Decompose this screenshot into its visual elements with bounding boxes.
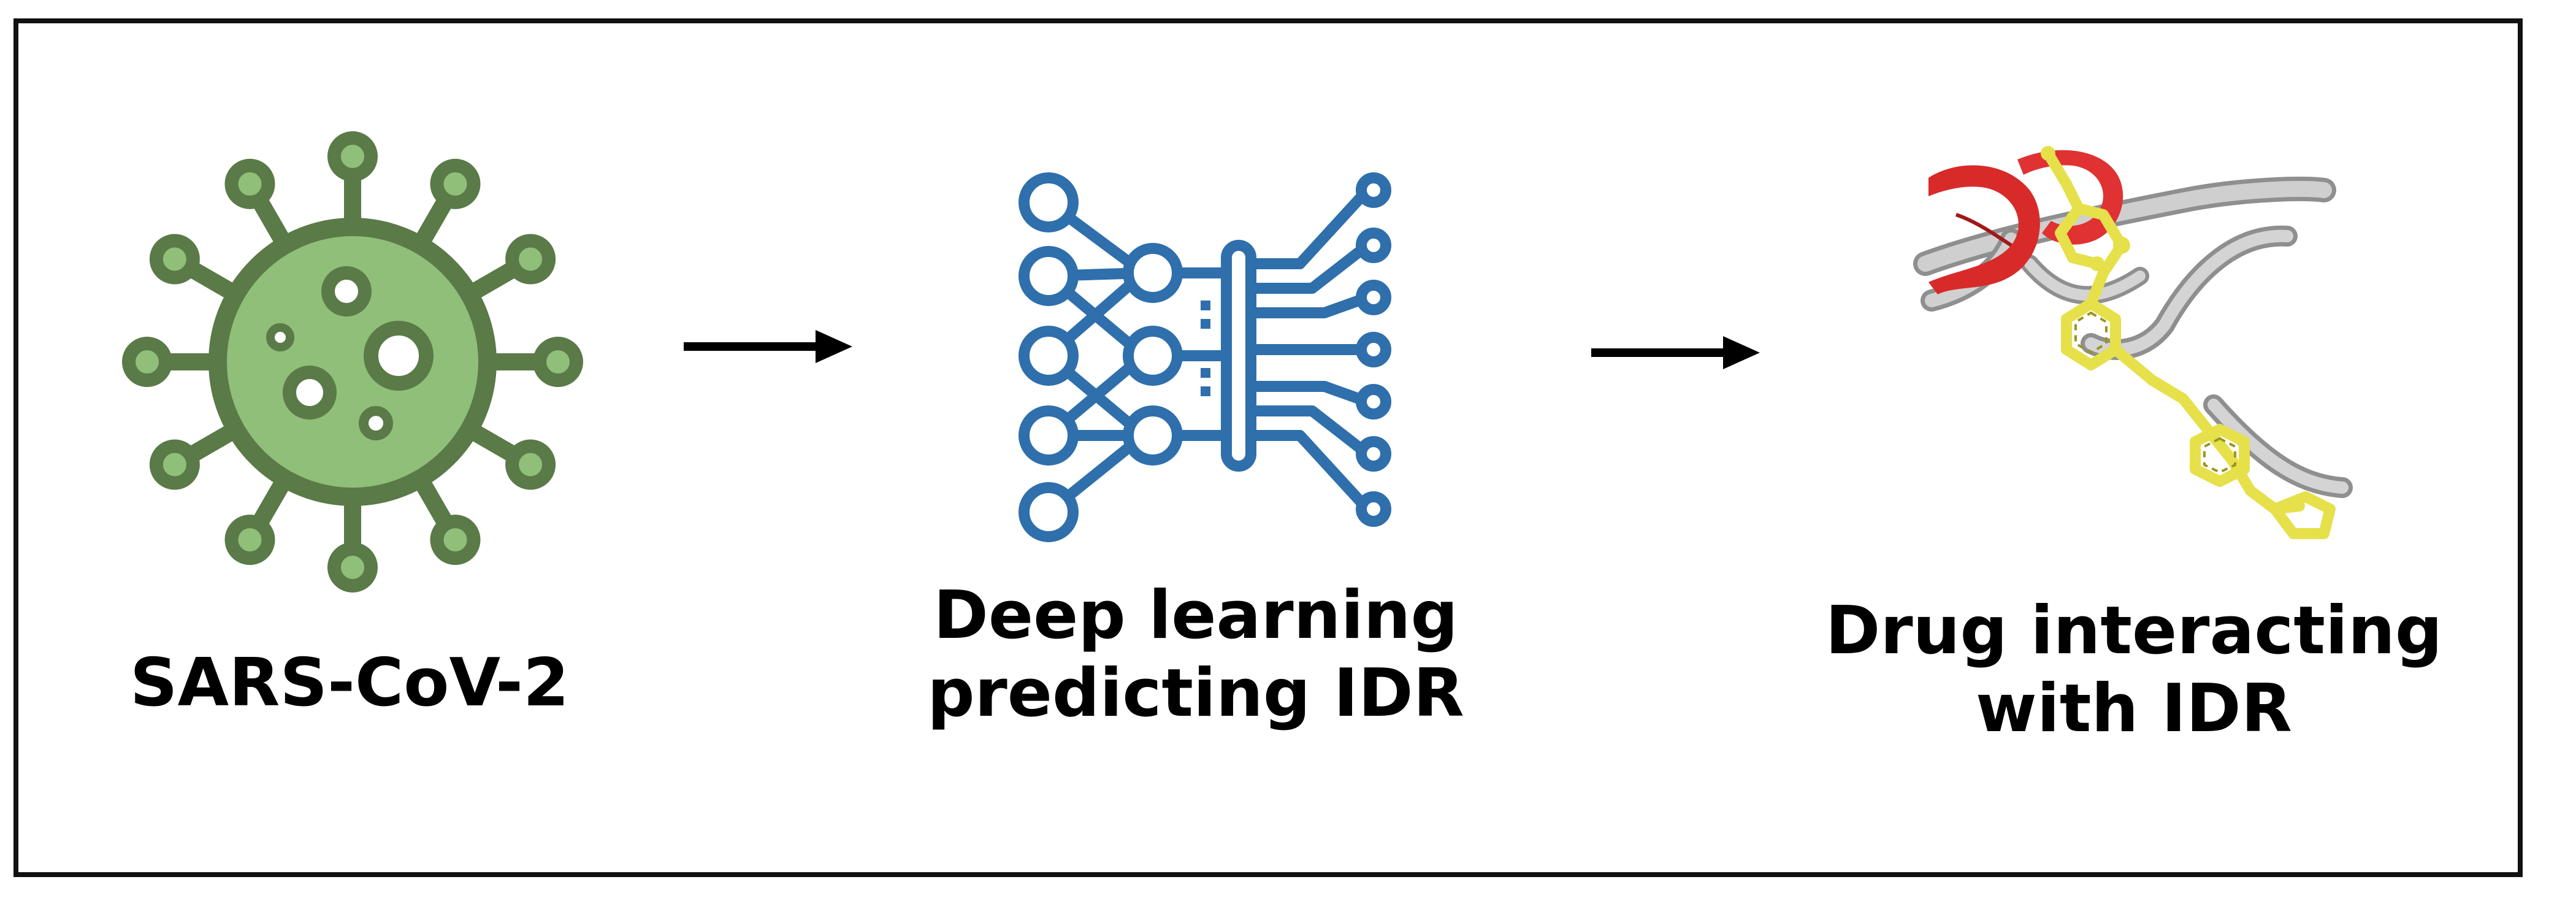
stage-2-label: Deep learning predicting IDR [877, 577, 1515, 733]
virus-body [208, 218, 497, 506]
stage-3-label: Drug interacting with IDR [1791, 592, 2477, 748]
virus-icon [122, 131, 583, 592]
protein-ligand-structure-icon [1913, 146, 2353, 539]
virus-spot [266, 323, 294, 351]
virus-spike-tip [224, 158, 275, 209]
virus-spot [283, 366, 337, 420]
stage-3-label-line-2: with IDR [1976, 670, 2292, 748]
virus-spike-tip [327, 542, 378, 592]
virus-spike-tip [327, 131, 378, 182]
virus-spike-tip [122, 337, 172, 387]
neural-network-icon [1019, 172, 1391, 542]
sars-cov-2-label: SARS-CoV-2 [129, 645, 570, 721]
virus-spike-tip [505, 439, 556, 490]
stage-2-label-line-1: Deep learning [933, 577, 1458, 654]
arrow-1 [684, 330, 852, 363]
virus-spike-tip [533, 337, 583, 387]
virus-spot [359, 406, 393, 440]
virus-spike-tip [149, 234, 200, 285]
virus-spike-tip [149, 439, 200, 490]
stage-3-label-line-1: Drug interacting [1825, 592, 2443, 669]
arrow-2 [1591, 336, 1760, 369]
helix-ribbon [1928, 150, 2123, 294]
virus-spike-tip [224, 515, 275, 566]
ligand-sticks [2043, 148, 2336, 539]
virus-spot [321, 266, 372, 316]
virus-spike-tip [505, 234, 556, 285]
stage-1-label: SARS-CoV-2 [104, 644, 595, 722]
coil-ribbon [1913, 177, 2353, 498]
virus-spike-tip [430, 158, 481, 209]
virus-spot [364, 321, 434, 391]
stage-2-label-line-2: predicting IDR [927, 655, 1464, 732]
virus-spike-tip [430, 515, 481, 566]
